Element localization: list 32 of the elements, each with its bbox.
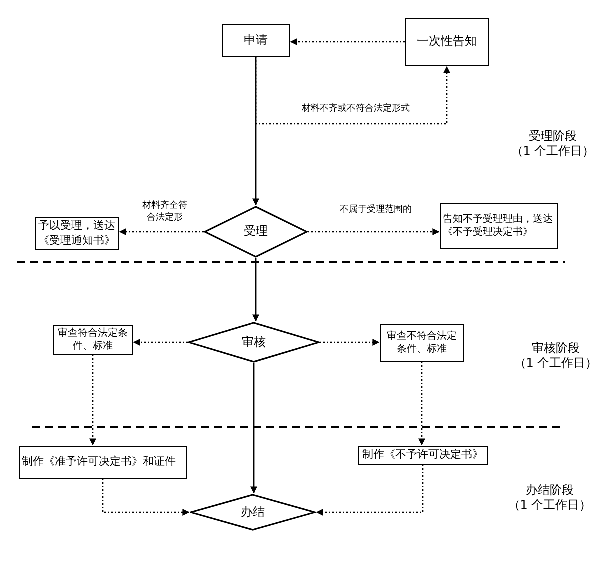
process-box: 制作《不予许可决定书》 [358,446,488,465]
arrow [320,339,380,346]
stage-label: 办结阶段 [525,482,575,499]
process-box: 告知不予受理理由，送达《不予受理决定书》 [440,203,558,249]
decision-diamond: 审核 [188,322,320,363]
arrow [252,57,260,206]
stage-label: （1 个工作日） [507,497,593,514]
process-box: 审查不符合法定条件、标准 [380,324,464,362]
edge-label: 材料齐全符合法定形 [140,200,190,224]
decision-diamond: 办结 [190,494,316,531]
process-box: 审查符合法定条件、标准 [53,325,133,355]
arrow [102,479,190,516]
stage-label: 审核阶段 [531,340,581,357]
arrow [119,228,204,236]
process-box: 申请 [222,24,290,57]
stage-label: （1 个工作日） [513,355,599,372]
stage-label: （1 个工作日） [510,143,596,160]
arrow [133,339,188,346]
process-box: 制作《准予许可决定书》和证件 [19,446,187,479]
arrow [90,355,96,446]
arrow [418,362,426,446]
process-box: 予以受理，送达《受理通知书》 [35,217,119,250]
process-box: 一次性告知 [405,18,489,66]
stage-label: 受理阶段 [528,128,578,145]
decision-diamond: 受理 [204,206,308,258]
edge-label: 材料不齐或不符合法定形式 [300,103,412,116]
arrow [252,258,260,322]
arrow [316,465,424,516]
arrow [255,57,450,125]
arrow [308,228,440,236]
arrow [290,38,405,46]
arrow [250,363,258,494]
